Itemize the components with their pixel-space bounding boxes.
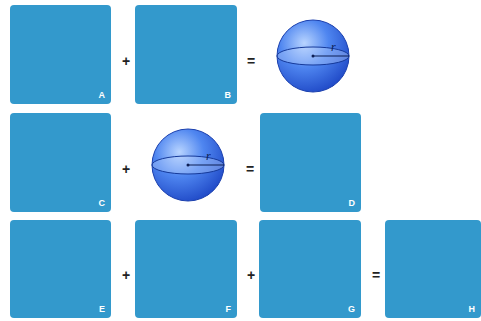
- tile-letter: G: [348, 304, 355, 314]
- tile-box: H: [385, 220, 481, 318]
- tile-box: B: [135, 5, 237, 104]
- operator-sign: =: [372, 268, 380, 282]
- operator-sign: +: [247, 268, 255, 282]
- operator-sign: =: [247, 54, 255, 68]
- tile-letter: A: [99, 90, 106, 100]
- radius-label: r: [206, 150, 211, 162]
- sphere-shape: r: [275, 18, 351, 94]
- tile-letter: F: [226, 304, 232, 314]
- tile-box: E: [10, 220, 111, 318]
- tile-letter: C: [99, 198, 106, 208]
- sphere-outline: [275, 18, 351, 94]
- tile-box: D: [260, 113, 361, 212]
- tile-box: G: [259, 220, 361, 318]
- operator-sign: +: [122, 54, 130, 68]
- tile-box: C: [10, 113, 111, 212]
- radius-label: r: [331, 41, 336, 53]
- operator-sign: +: [122, 162, 130, 176]
- tile-box: A: [10, 5, 111, 104]
- tile-letter: E: [99, 304, 105, 314]
- operator-sign: +: [122, 268, 130, 282]
- tile-box: F: [135, 220, 237, 318]
- operator-sign: =: [246, 162, 254, 176]
- tile-letter: H: [469, 304, 476, 314]
- sphere-outline: [150, 127, 226, 203]
- tile-letter: B: [225, 90, 232, 100]
- sphere-shape: r: [150, 127, 226, 203]
- tile-letter: D: [349, 198, 356, 208]
